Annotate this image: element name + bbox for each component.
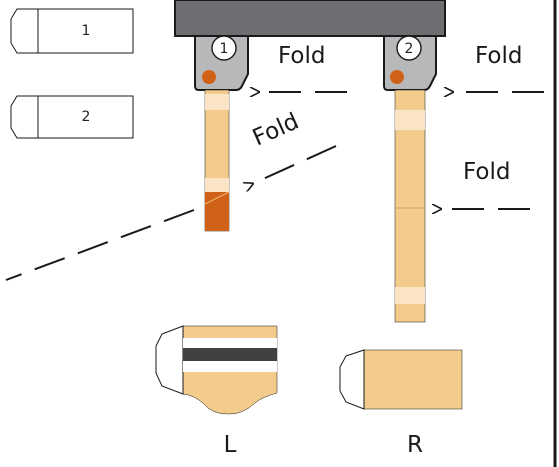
tab-2-label: 2 [82,109,91,125]
binder-clip-1: 1 [194,35,249,91]
label-tab-1: 1 [10,8,134,54]
right-part [339,349,463,410]
fold-guide-diagonal-lower [5,209,195,281]
fold-guide-diagonal-upper [252,145,337,184]
fold-label-right-mid: Fold [463,159,510,185]
right-strip [394,89,426,323]
left-part-label: L [224,432,237,458]
fold-label-top-center: Fold [278,43,325,69]
fold-label-top-right: Fold [475,43,522,69]
right-part-label: R [407,432,423,458]
left-strip [204,89,230,232]
fold-label-diagonal: Fold [249,108,303,151]
label-tab-2: 2 [10,95,134,139]
header-block [174,0,446,37]
binder-clip-2: 2 [383,35,437,91]
left-part [155,325,278,415]
tab-1-label: 1 [82,23,91,39]
clip-1-number: 1 [220,41,229,57]
clip-2-number: 2 [405,41,414,57]
